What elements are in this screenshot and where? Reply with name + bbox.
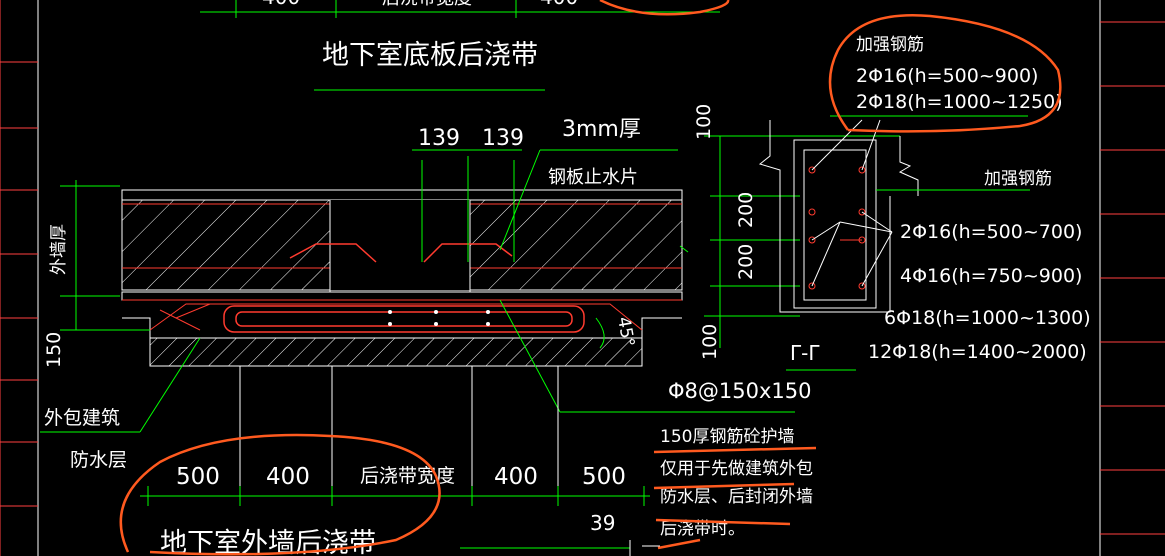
note-line-2: 仅用于先做建筑外包 <box>660 459 813 479</box>
outer-building-label: 外包建筑 <box>44 407 120 429</box>
note-block: 150厚钢筋砼护墙 仅用于先做建筑外包 防水层、后封闭外墙 后浇带时。 <box>653 427 817 550</box>
steel-waterstop: 钢板止水片 <box>548 167 638 188</box>
dim-139-left: 139 <box>418 126 460 151</box>
top-dim-mid: 后浇带宽度 <box>382 0 472 9</box>
slab-section: 外墙厚 139 <box>43 117 811 498</box>
rebar-annotations: 加强钢筋 2Φ16(h=500~900) 2Φ18(h=1000~1250) 加… <box>828 14 1091 363</box>
vdim-200-b: 200 <box>735 244 757 280</box>
note-line-4: 后浇带时。 <box>660 519 745 539</box>
right-frame <box>1099 0 1165 556</box>
top-dim-left: 400 <box>262 0 300 9</box>
rebar-line-6: 12Φ18(h=1400~2000) <box>868 341 1087 363</box>
rebar-line-3: 2Φ16(h=500~700) <box>900 221 1082 243</box>
dim-139-right: 139 <box>482 126 524 151</box>
dim-400-right: 400 <box>494 464 538 490</box>
vdim-100-bottom: 100 <box>699 324 721 360</box>
section-label: Γ-Γ <box>790 341 820 365</box>
left-frame <box>0 0 39 556</box>
wall-title-circle <box>119 433 441 556</box>
pour-band-width: 后浇带宽度 <box>360 465 455 487</box>
rebar-side-heading: 加强钢筋 <box>984 169 1052 189</box>
rebar-line-1: 2Φ16(h=500~900) <box>856 65 1038 87</box>
vdim-200-a: 200 <box>735 192 757 228</box>
dim-400-left: 400 <box>266 464 310 490</box>
note-line-3: 防水层、后封闭外墙 <box>660 487 813 507</box>
vdim-100-top: 100 <box>693 104 715 140</box>
rebar-line-2: 2Φ18(h=1000~1250) <box>856 91 1063 113</box>
waterproof-label: 防水层 <box>70 449 127 471</box>
dim-500-left: 500 <box>176 464 220 490</box>
column-section: 100 200 200 100 Γ-Γ <box>693 104 1030 371</box>
slab-title: 地下室底板后浇带 <box>322 40 538 71</box>
phi8-spacing: Φ8@150x150 <box>668 379 811 403</box>
thickness-3mm: 3mm厚 <box>562 117 641 142</box>
rebar-line-4: 4Φ16(h=750~900) <box>900 265 1082 287</box>
dim-39: 39 <box>590 511 615 535</box>
wall-title: 地下室外墙后浇带 <box>160 528 376 556</box>
note-line-1: 150厚钢筋砼护墙 <box>660 427 794 447</box>
bottom-dimension-row: 500 400 后浇带宽度 400 500 <box>140 464 650 506</box>
rebar-line-5: 6Φ18(h=1000~1300) <box>884 307 1091 329</box>
outer-wall-thickness: 外墙厚 <box>49 224 69 275</box>
dim-150: 150 <box>43 332 65 368</box>
dim-500-right: 500 <box>582 464 626 490</box>
top-dim-right: 400 <box>540 0 578 9</box>
top-dimension-row: 400 后浇带宽度 400 <box>200 0 730 18</box>
rebar-heading: 加强钢筋 <box>856 35 924 55</box>
